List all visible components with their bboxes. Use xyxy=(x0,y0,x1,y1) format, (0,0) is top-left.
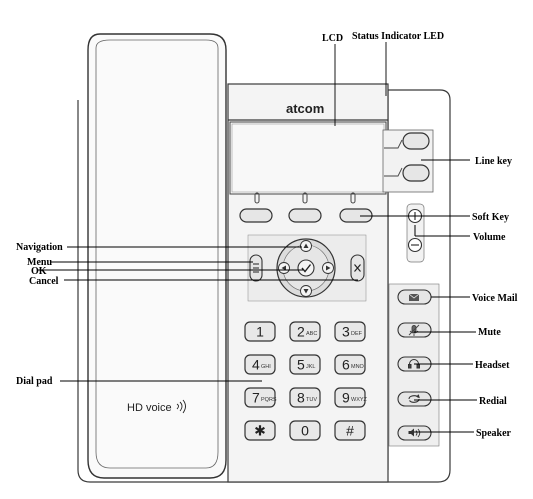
dialpad-key-body[interactable] xyxy=(289,420,321,441)
arrow-left-icon xyxy=(281,265,286,271)
dialpad-key[interactable]: 1 xyxy=(244,321,276,342)
label-headset: Headset xyxy=(475,360,510,371)
dialpad-key-letters: DEF xyxy=(351,331,363,337)
dialpad-key-letters: WXYZ xyxy=(351,397,368,403)
dialpad-key-body[interactable] xyxy=(334,387,366,408)
mic-off-icon xyxy=(408,324,420,336)
volume-control xyxy=(406,203,425,263)
label-menu: Menu xyxy=(27,257,52,268)
ok-button[interactable] xyxy=(297,259,315,277)
dialpad-key-digit: 5 xyxy=(297,357,305,373)
dialpad-key[interactable]: # xyxy=(334,420,366,441)
dialpad-key-body[interactable] xyxy=(244,354,276,375)
dialpad-key[interactable]: 0 xyxy=(289,420,321,441)
function-keys-panel xyxy=(388,283,440,447)
lcd-display xyxy=(229,121,387,195)
label-navigation: Navigation xyxy=(16,242,63,253)
speaker-button[interactable] xyxy=(397,425,432,441)
hd-voice-logo: HD voice xyxy=(127,402,172,414)
dialpad-key-digit: ✱ xyxy=(254,423,266,439)
menu-icon xyxy=(253,263,259,273)
label-line-key: Line key xyxy=(475,156,512,167)
callout-labels: LCD Status Indicator LED Line key Soft K… xyxy=(16,31,518,439)
label-mute: Mute xyxy=(478,327,501,338)
envelope-icon xyxy=(408,293,420,301)
label-dial-pad: Dial pad xyxy=(16,376,53,387)
label-speaker: Speaker xyxy=(476,428,512,439)
x-icon xyxy=(354,264,361,272)
speaker-icon xyxy=(408,428,421,438)
dialpad-key-letters: JKL xyxy=(306,364,315,370)
line-key-1[interactable] xyxy=(402,132,430,150)
dialpad-key-body[interactable] xyxy=(289,321,321,342)
dialpad-key-digit: 8 xyxy=(297,390,305,406)
handset xyxy=(87,33,227,479)
soft-key-markers xyxy=(254,192,356,204)
label-voice-mail: Voice Mail xyxy=(472,293,518,304)
dialpad-key-body[interactable] xyxy=(244,321,276,342)
label-volume: Volume xyxy=(473,232,506,243)
arrow-up-icon xyxy=(303,243,309,248)
dialpad-key-digit: 9 xyxy=(342,390,350,406)
dialpad-key-letters: GHI xyxy=(261,364,271,370)
label-redial: Redial xyxy=(479,396,507,407)
dialpad-key-digit: 3 xyxy=(342,324,350,340)
dialpad-key-digit: 0 xyxy=(301,423,309,439)
soft-key-1[interactable] xyxy=(239,208,273,223)
arrow-down-icon xyxy=(303,289,309,294)
label-status-led: Status Indicator LED xyxy=(352,31,444,42)
dialpad-key-digit: 1 xyxy=(256,324,264,340)
dialpad-key-letters: ABC xyxy=(306,331,317,337)
arrow-right-icon xyxy=(326,265,331,271)
line-keys-panel xyxy=(382,129,434,193)
dialpad-key-letters: TUV xyxy=(306,397,317,403)
dialpad-key-letters: MNO xyxy=(351,364,365,370)
soft-key-3[interactable] xyxy=(339,208,373,223)
label-cancel: Cancel xyxy=(29,276,59,287)
check-icon xyxy=(301,264,312,273)
dialpad-key-digit: 7 xyxy=(252,390,260,406)
label-soft-key: Soft Key xyxy=(472,212,509,223)
dialpad-key-body[interactable] xyxy=(334,420,366,441)
dialpad-key-body[interactable] xyxy=(244,420,276,441)
dialpad-key-body[interactable] xyxy=(244,387,276,408)
line-key-2[interactable] xyxy=(402,164,430,182)
dialpad-key-body[interactable] xyxy=(289,354,321,375)
dialpad-key-body[interactable] xyxy=(334,321,366,342)
dialpad-key-digit: 6 xyxy=(342,357,350,373)
dialpad-key-body[interactable] xyxy=(334,354,366,375)
dialpad-key-letters: PQRS xyxy=(261,397,277,403)
soft-key-2[interactable] xyxy=(288,208,322,223)
dialpad-key-digit: 2 xyxy=(297,324,305,340)
leader-lines xyxy=(38,42,477,433)
soft-keys xyxy=(239,208,373,223)
navigation-panel xyxy=(247,234,367,302)
dialpad-key-digit: 4 xyxy=(252,357,260,373)
hd-voice-waves-icon xyxy=(176,399,186,414)
brand-logo: atcom xyxy=(286,101,324,116)
label-lcd: LCD xyxy=(322,33,343,44)
dialpad-key-body[interactable] xyxy=(289,387,321,408)
dialpad-key-digit: # xyxy=(346,423,354,439)
redial-button[interactable] xyxy=(397,391,432,407)
label-ok: OK xyxy=(31,266,47,277)
dialpad-key[interactable]: ✱ xyxy=(244,420,276,441)
